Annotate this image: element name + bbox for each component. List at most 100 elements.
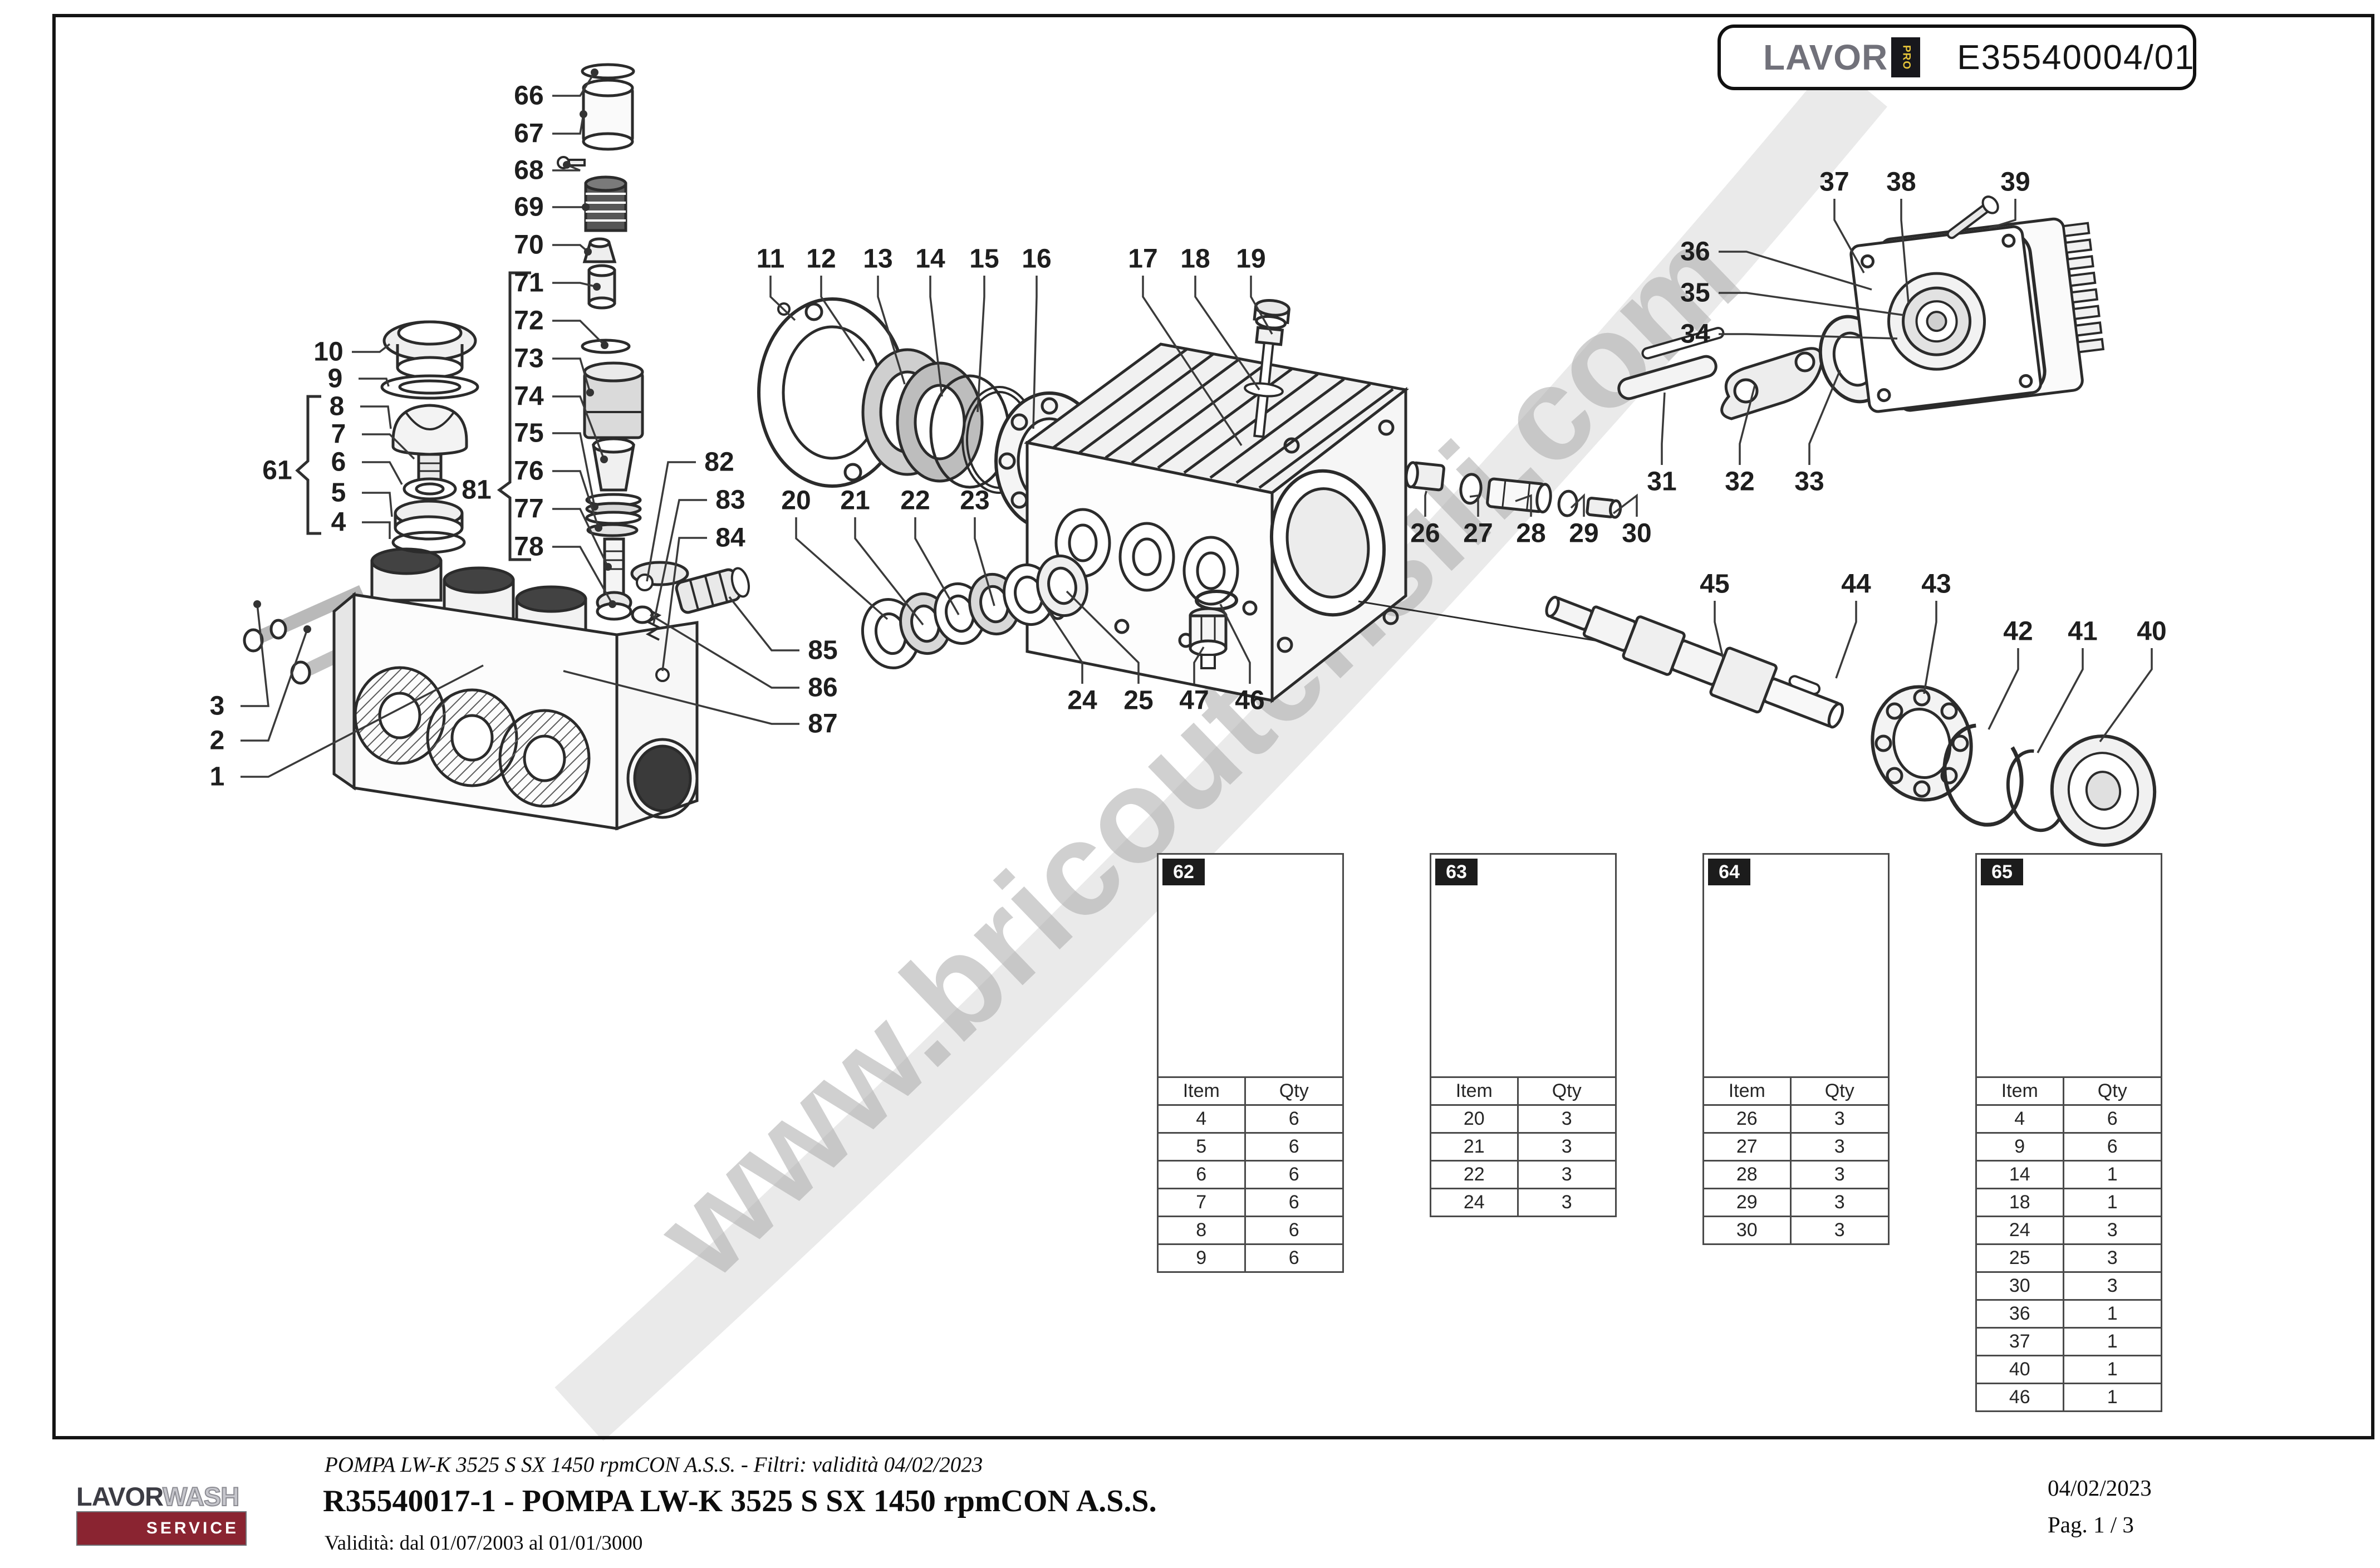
leader-35 [1719,292,1905,316]
leader-26 [1424,491,1427,517]
callout-15: 15 [969,244,999,274]
table-cell: 18 [1975,1188,2064,1217]
table-cell: 3 [2062,1216,2162,1245]
callout-67: 67 [514,119,543,149]
callout-45: 45 [1700,570,1729,599]
watermark-swoosh [554,60,1887,1442]
leader-71 [552,282,597,288]
group-bracket-61 [295,395,321,535]
leader-dot-68 [563,161,571,169]
table-cell: 5 [1157,1132,1246,1162]
leader-29 [1570,493,1585,517]
leader-12 [820,276,865,361]
callout-69: 69 [514,193,543,222]
callout-73: 73 [514,344,543,374]
callout-84: 84 [715,523,745,553]
leader-15 [976,276,985,413]
callout-22: 22 [900,486,930,516]
table-cell: 3 [1517,1104,1617,1134]
callout-37: 37 [1819,168,1849,197]
leader-70 [552,244,589,253]
table-cell: 1 [2062,1299,2162,1329]
callout-82: 82 [704,448,734,477]
table-cell: 25 [1975,1243,2064,1273]
table-cell: 37 [1975,1327,2064,1356]
leader-16 [1032,276,1038,429]
leader-6 [362,461,403,485]
leader-36 [1719,251,1872,291]
leader-77 [552,508,609,567]
table-tag-62: 62 [1162,859,1205,885]
table-cell: 6 [1244,1243,1344,1273]
part-valve-stack-4-10 [380,320,479,554]
leader-45 [1714,601,1724,659]
table-cell: 9 [1157,1243,1246,1273]
table-cell: 26 [1702,1104,1792,1134]
table-cell: 6 [1244,1160,1344,1189]
part-seals-20-25 [861,554,1088,670]
leader-43 [1923,601,1937,694]
column-header-item: Item [1975,1076,2064,1106]
column-header-item: Item [1157,1076,1246,1106]
callout-43: 43 [1921,570,1951,599]
callout-42: 42 [2003,617,2033,646]
leader-87 [563,670,799,725]
callout-87: 87 [808,709,837,739]
lavor-logo: LAVOR [1763,37,1888,77]
callout-31: 31 [1647,467,1676,497]
callout-12: 12 [806,244,836,274]
leader-7 [362,433,415,460]
leader-23 [974,517,995,606]
table-cell: 1 [2062,1327,2162,1356]
leader-9 [359,378,390,387]
callout-16: 16 [1022,244,1051,274]
callout-4: 4 [331,508,346,537]
part-plug-46-47 [1189,590,1238,669]
table-cell: 21 [1430,1132,1519,1162]
leader-31 [1661,392,1666,465]
table-cell: 3 [1789,1160,1890,1189]
leader-82 [646,461,696,582]
table-cell: 36 [1975,1299,2064,1329]
callout-29: 29 [1569,519,1598,548]
page-number: Pag. 1 / 3 [2048,1512,2134,1537]
print-date: 04/02/2023 [2048,1475,2152,1501]
leader-13 [877,276,906,385]
callout-24: 24 [1067,686,1097,716]
leader-dot-70 [584,248,592,256]
document-title: R35540017-1 - POMPA LW-K 3525 S SX 1450 … [323,1484,1157,1518]
exploded-view [243,63,2157,847]
table-cell: 20 [1430,1104,1519,1134]
drawing-code: E35540004/01 [1957,38,2195,77]
leader-dot-74 [600,455,608,463]
leader-14 [929,276,943,397]
callout-18: 18 [1180,244,1210,274]
leader-41 [2037,648,2084,753]
leader-3 [241,604,269,707]
leader-24 [1039,598,1083,684]
callout-17: 17 [1128,244,1157,274]
leader-44 [1835,601,1857,679]
callout-30: 30 [1622,519,1651,548]
leader-18 [1194,276,1260,390]
leader-38 [1900,199,1910,304]
leader-5 [362,492,393,517]
leader-72 [552,320,606,346]
leader-8 [360,405,392,429]
callout-44: 44 [1841,570,1871,599]
table-cell: 1 [2062,1383,2162,1412]
callout-71: 71 [514,268,543,298]
leader-30 [1612,493,1638,517]
diagram-frame [52,14,2374,1439]
